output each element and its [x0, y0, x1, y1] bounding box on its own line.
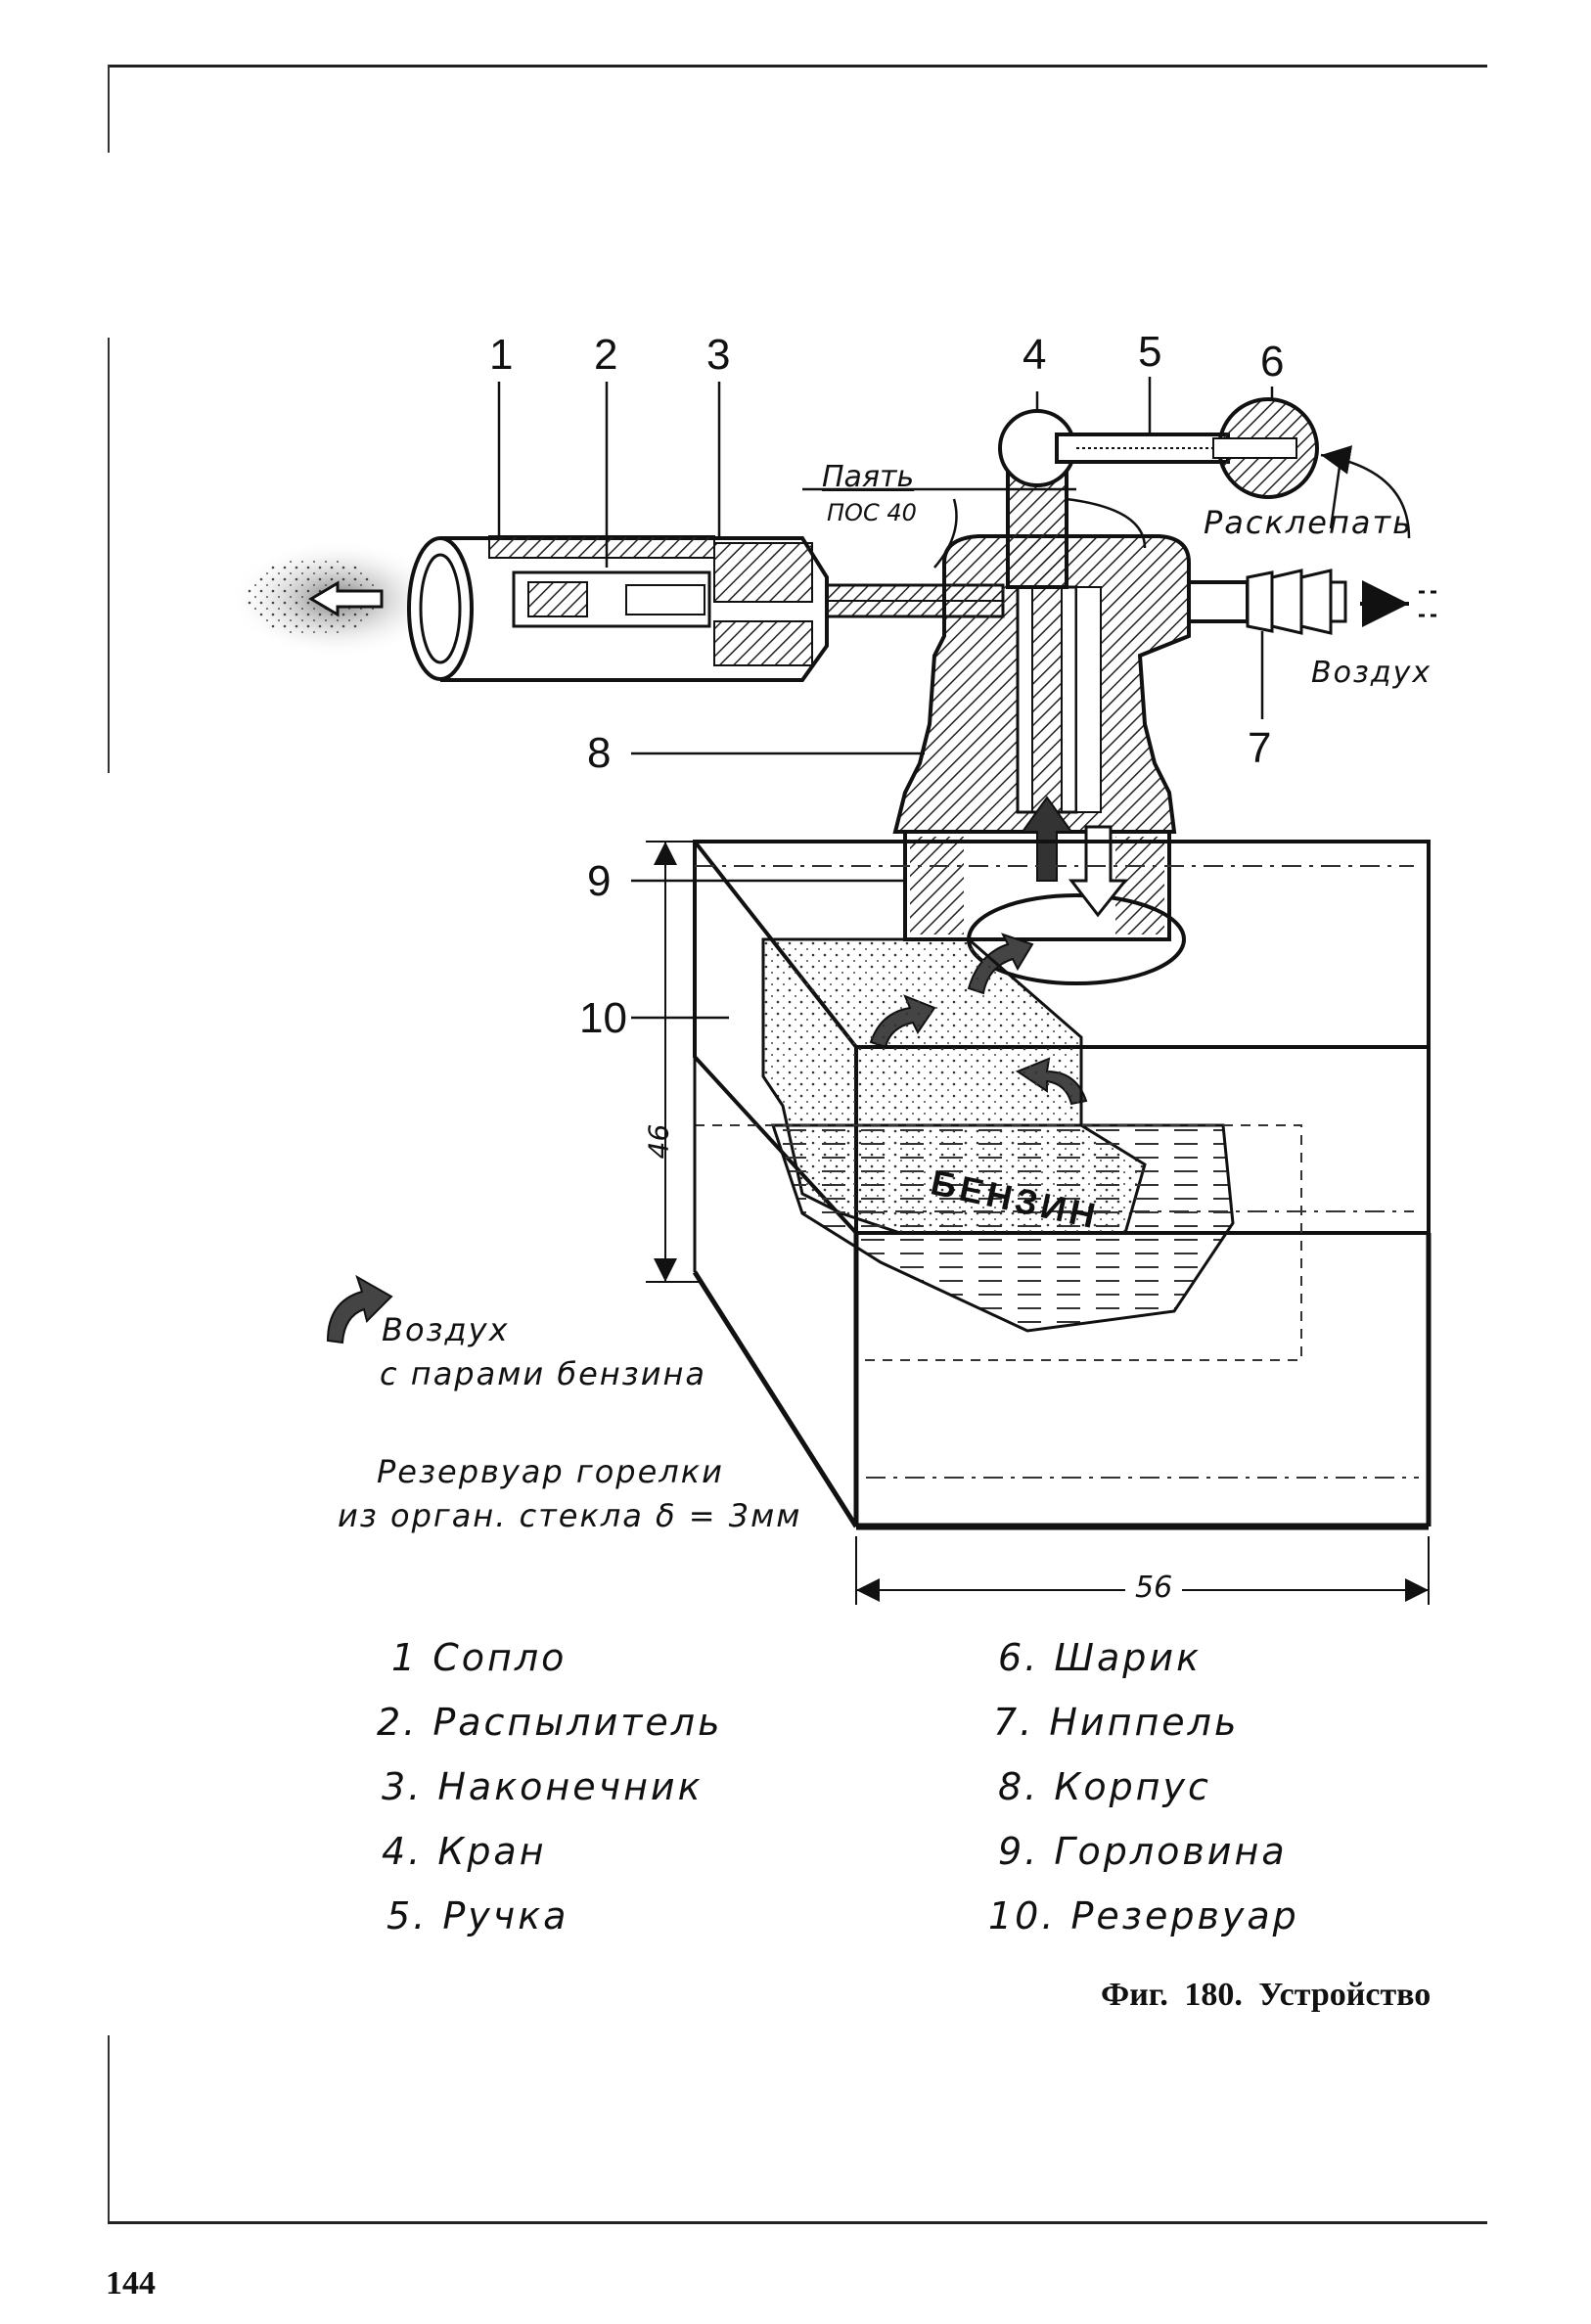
- page-frame-bottom: [108, 2221, 1487, 2224]
- legend-item: 2. Распылитель: [377, 1701, 723, 1744]
- label-1: 1: [489, 331, 514, 379]
- legend-item: 5. Ручка: [386, 1894, 569, 1937]
- air-fumes-line1: Воздух: [382, 1311, 510, 1348]
- tank-note-line1: Резервуар горелки: [377, 1453, 724, 1490]
- legend-item: 1 Сопло: [391, 1636, 568, 1679]
- legend-item: 3. Наконечник: [382, 1765, 704, 1808]
- dimension-height: 46: [642, 1123, 675, 1160]
- label-5: 5: [1138, 328, 1162, 376]
- figure-caption: Фиг. 180. Устройство: [1101, 1977, 1432, 2013]
- air-nipple: [1187, 569, 1438, 635]
- legend-item: 6. Шарик: [998, 1636, 1203, 1679]
- label-4: 4: [1023, 331, 1047, 379]
- page-frame-left-segment: [108, 65, 110, 153]
- dimension-width: 56: [1125, 1571, 1183, 1605]
- air-annotation: Воздух: [1311, 656, 1432, 690]
- air-fumes-line2: с парами бензина: [380, 1355, 707, 1392]
- legend-item: 4. Кран: [382, 1830, 547, 1873]
- legend-item: 8. Корпус: [998, 1765, 1211, 1808]
- rivet-annotation: Расклепать: [1204, 504, 1413, 541]
- page-frame-top: [108, 65, 1487, 68]
- air-fumes-legend-icon: [326, 1274, 393, 1344]
- page-frame-left-segment: [108, 2035, 110, 2221]
- label-3: 3: [706, 331, 731, 379]
- valve-assembly: [998, 397, 1319, 589]
- leader-lines: [497, 377, 1411, 1020]
- solder-annotation: Паять: [822, 460, 915, 494]
- legend-item: 7. Ниппель: [993, 1701, 1240, 1744]
- label-2: 2: [594, 331, 618, 379]
- label-7: 7: [1248, 724, 1272, 772]
- solder-grade-annotation: ПОС 40: [827, 499, 917, 526]
- page-number: 144: [106, 2265, 156, 2301]
- page-frame-left-segment: [108, 338, 110, 773]
- spray-plume: [230, 540, 445, 658]
- label-9: 9: [587, 857, 612, 905]
- label-6: 6: [1260, 338, 1285, 386]
- legend-item: 9. Горловина: [998, 1830, 1288, 1873]
- tank-note-line2: из орган. стекла δ = 3мм: [338, 1497, 802, 1534]
- legend-item: 10. Резервуар: [988, 1894, 1299, 1937]
- label-10: 10: [579, 994, 627, 1042]
- tank: [692, 840, 1432, 1530]
- label-8: 8: [587, 729, 612, 777]
- burner-body: [892, 534, 1191, 834]
- nozzle-tube: [407, 535, 829, 682]
